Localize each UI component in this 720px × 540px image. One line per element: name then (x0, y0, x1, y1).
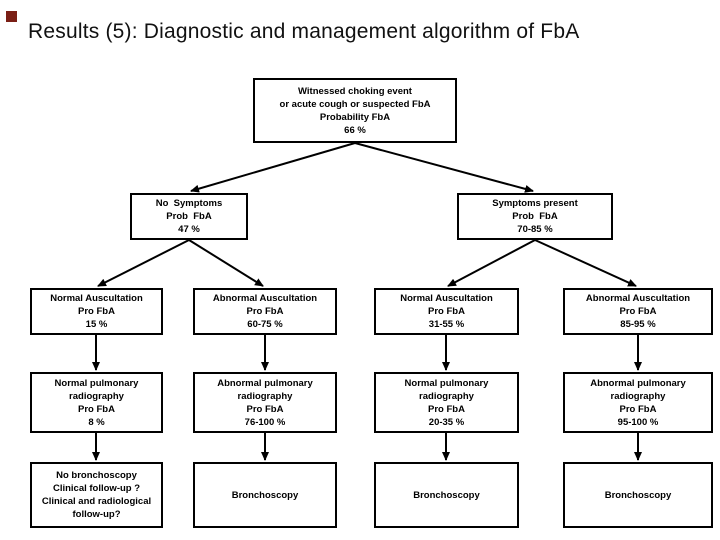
node-abnormal-radiography-left: Abnormal pulmonary radiography Pro FbA 7… (193, 372, 337, 433)
node-witnessed-choking-event: Witnessed choking event or acute cough o… (253, 78, 457, 143)
node-normal-auscultation-left: Normal Auscultation Pro FbA 15 % (30, 288, 163, 335)
node-symptoms-present: Symptoms present Prob FbA 70-85 % (457, 193, 613, 240)
node-abnormal-auscultation-right: Abnormal Auscultation Pro FbA 85-95 % (563, 288, 713, 335)
node-normal-radiography-left: Normal pulmonary radiography Pro FbA 8 % (30, 372, 163, 433)
node-no-symptoms: No Symptoms Prob FbA 47 % (130, 193, 248, 240)
node-abnormal-auscultation-left: Abnormal Auscultation Pro FbA 60-75 % (193, 288, 337, 335)
node-bronchoscopy-2: Bronchoscopy (374, 462, 519, 528)
slide-title: Results (5): Diagnostic and management a… (28, 20, 580, 43)
slide-accent-square (6, 11, 17, 22)
node-no-bronchoscopy: No bronchoscopy Clinical follow-up ? Cli… (30, 462, 163, 528)
node-bronchoscopy-1: Bronchoscopy (193, 462, 337, 528)
node-normal-radiography-right: Normal pulmonary radiography Pro FbA 20-… (374, 372, 519, 433)
node-normal-auscultation-right: Normal Auscultation Pro FbA 31-55 % (374, 288, 519, 335)
node-abnormal-radiography-right: Abnormal pulmonary radiography Pro FbA 9… (563, 372, 713, 433)
node-bronchoscopy-3: Bronchoscopy (563, 462, 713, 528)
